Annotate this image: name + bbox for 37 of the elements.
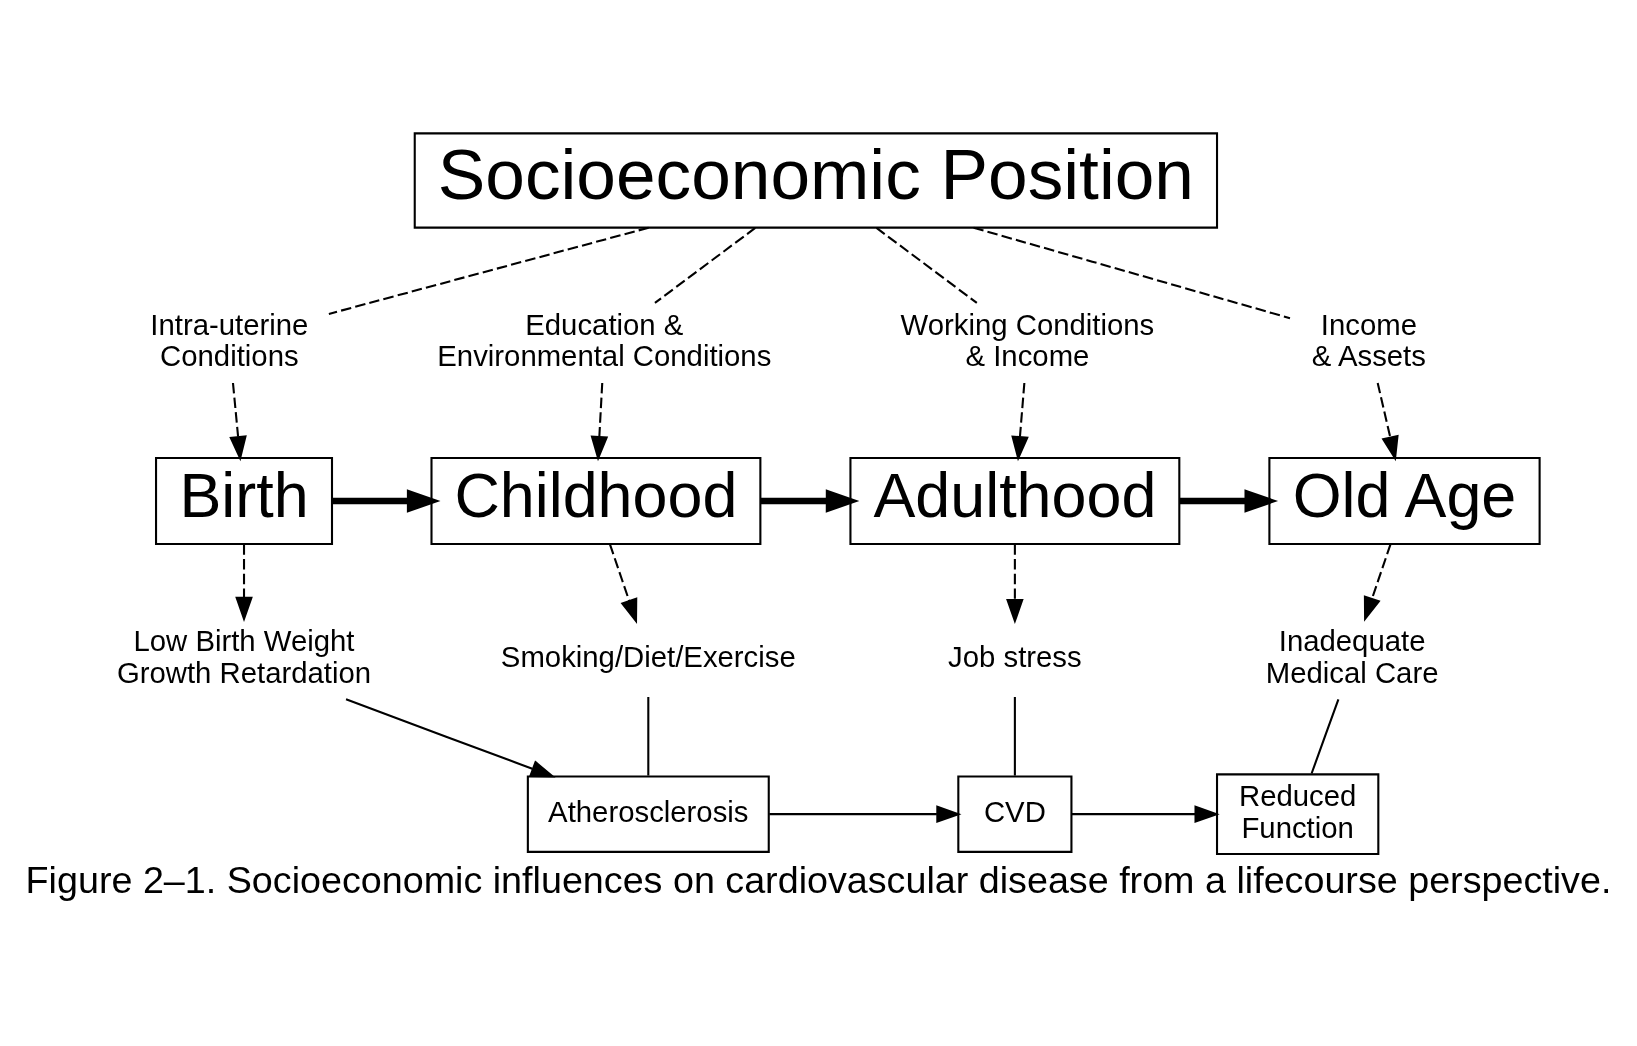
node-box: Birth <box>155 457 334 545</box>
arrow <box>609 544 638 624</box>
node-text: Income & Assets <box>1311 307 1426 373</box>
connector <box>875 227 978 304</box>
node-box: Atherosclerosis <box>526 775 770 853</box>
arrow <box>590 382 609 462</box>
arrow <box>345 698 556 778</box>
node-text: Education & Environmental Conditions <box>437 307 772 373</box>
connector <box>973 226 1291 320</box>
node-box: Adulthood <box>849 457 1181 545</box>
arrow <box>229 382 247 462</box>
arrow <box>769 805 962 823</box>
node-box: Old Age <box>1268 457 1541 545</box>
node-text: Intra-uterine Conditions <box>150 307 309 373</box>
arrow <box>1376 382 1399 462</box>
node-text: Low Birth Weight Growth Retardation <box>116 624 372 689</box>
node-text: Working Conditions & Income <box>900 307 1155 373</box>
connector <box>654 227 756 304</box>
arrow <box>1006 544 1024 625</box>
arrow <box>332 489 441 513</box>
arrow <box>235 544 253 623</box>
node-text: Job stress <box>948 639 1082 673</box>
node-text: Smoking/Diet/Exercise <box>500 639 796 673</box>
node-text: Inadequate Medical Care <box>1265 624 1439 689</box>
connector <box>1013 697 1016 776</box>
node-box: CVD <box>957 775 1073 853</box>
caption: Figure 2–1. Socioeconomic influences on cardiovascular disease from a lifecourse perspective. <box>25 858 1612 901</box>
arrow <box>1071 805 1220 823</box>
arrow <box>1011 382 1029 462</box>
connector <box>1310 698 1340 774</box>
node-box: Socioeconomic Position <box>413 132 1219 229</box>
node-box: Reduced Function <box>1215 773 1380 855</box>
node-box: Childhood <box>430 457 762 545</box>
arrow <box>1363 544 1392 622</box>
connector <box>328 226 649 315</box>
connector <box>647 697 650 776</box>
arrow <box>760 489 860 513</box>
